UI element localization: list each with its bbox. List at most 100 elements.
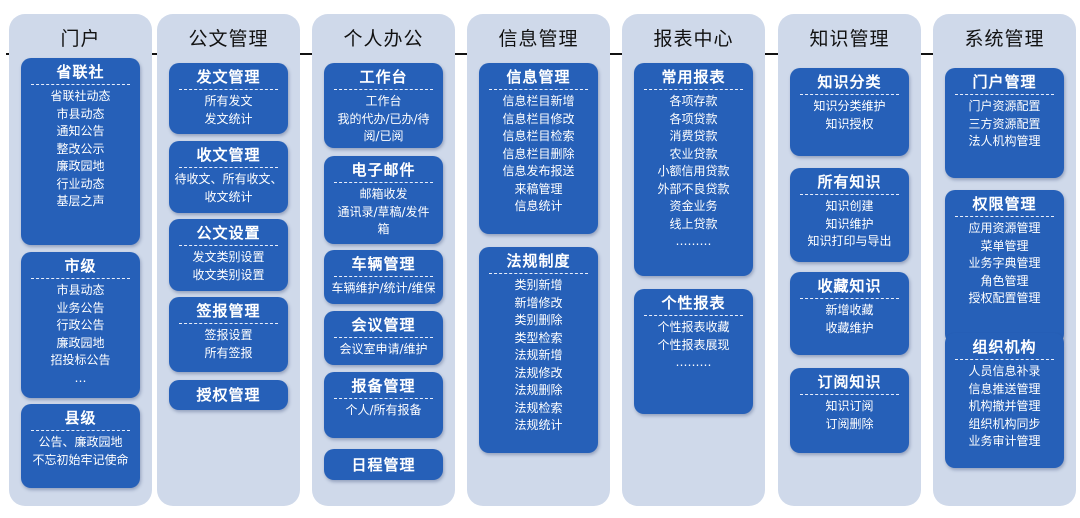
module-title: 日程管理 [351,455,416,474]
module-item: 信息发布报送 [502,164,575,178]
module-title: 授权管理 [196,386,261,404]
module-title: 报备管理 [334,376,433,399]
module-title: 发文管理 [179,67,278,90]
module-box: 权限管理应用资源管理菜单管理业务字典管理角色管理授权配置管理 [945,190,1064,344]
module-title: 法规制度 [489,251,588,274]
module-box: 常用报表各项存款各项贷款消费贷款农业贷款小额信用贷款外部不良贷款资金业务线上贷款… [634,63,753,276]
module-item: 知识授权 [825,116,874,131]
module-box: 电子邮件邮箱收发通讯录/草稿/发件箱 [324,156,443,244]
module-box: 订阅知识知识订阅订阅删除 [790,368,909,453]
column-3: 信息管理信息管理信息栏目新增信息栏目修改信息栏目检索信息栏目删除信息发布报送来稿… [467,14,610,506]
module-item: 线上贷款 [669,216,718,231]
module-item: 法规统计 [514,418,563,432]
module-item: 我的代办/已办/待 [337,111,430,126]
module-title: 信息管理 [489,67,588,90]
module-item: 阅/已阅 [363,129,404,143]
module-item: 法规检索 [514,400,563,415]
module-item: 公告、廉政园地 [38,435,123,449]
column-header: 系统管理 [964,28,1045,50]
module-item: 邮箱收发 [359,187,408,201]
module-item: 业务审计管理 [968,434,1041,448]
module-item: 知识订阅 [825,399,874,413]
module-title: 省联社 [31,62,130,85]
module-box: 县级公告、廉政园地不忘初始牢记使命 [21,404,140,488]
module-box: 签报管理签报设置所有签报 [169,297,288,372]
module-item: 新增修改 [514,295,563,310]
module-title: 个性报表 [644,293,743,316]
module-item: 市县动态 [56,106,105,121]
column-1: 公文管理发文管理所有发文发文统计收文管理待收文、所有收文、收文统计公文设置发文类… [157,14,300,506]
module-item: 类型检索 [514,330,563,345]
column-4: 报表中心常用报表各项存款各项贷款消费贷款农业贷款小额信用贷款外部不良贷款资金业务… [622,14,765,506]
module-item: 收藏维护 [825,320,874,335]
module-item: 个性报表收藏 [657,320,730,334]
module-box: 收文管理待收文、所有收文、收文统计 [169,141,288,213]
module-item: 知识创建 [825,199,874,213]
module-item: 机构撤并管理 [968,399,1041,413]
module-item: 菜单管理 [980,238,1029,253]
module-box: 个性报表个性报表收藏个性报表展现 ……… [634,289,753,414]
module-item: 省联社动态 [50,89,111,103]
module-item: 招投标公告 [50,353,111,367]
module-item: 类别新增 [514,278,563,292]
module-title: 知识分类 [800,72,899,95]
module-item: 所有签报 [204,345,253,360]
module-item: 市县动态 [56,283,105,297]
module-box: 门户管理门户资源配置三方资源配置法人机构管理 [945,68,1064,178]
module-item: 知识打印与导出 [807,234,892,248]
module-item: 廉政园地 [56,159,105,173]
module-title: 收藏知识 [800,276,899,299]
module-item: 小额信用贷款 [657,164,730,178]
module-item: 发文类别设置 [192,250,265,264]
column-header: 门户 [60,28,101,50]
module-item: 收文类别设置 [192,267,265,282]
module-item: 箱 [377,222,390,236]
module-title: 电子邮件 [334,160,433,183]
module-box: 省联社省联社动态市县动态通知公告整改公示廉政园地行业动态基层之声 [21,58,140,245]
module-title: 门户管理 [955,72,1054,95]
module-item: 所有发文 [204,94,253,108]
module-box: 法规制度类别新增新增修改类别删除类型检索法规新增法规修改法规删除法规检索法规统计 [479,247,598,453]
module-item: 资金业务 [669,199,718,213]
module-box: 工作台工作台我的代办/已办/待阅/已阅 [324,63,443,148]
module-title: 县级 [31,408,130,431]
module-item: 业务公告 [56,300,105,315]
column-header: 个人办公 [343,28,424,50]
module-item: 廉政园地 [56,335,105,350]
module-item: 车辆维护/统计/维保 [331,281,436,295]
module-item: 知识分类维护 [813,99,886,113]
module-item: 类别删除 [514,313,563,327]
column-5: 知识管理知识分类知识分类维护知识授权所有知识知识创建知识维护知识打印与导出收藏知… [778,14,921,506]
module-box: 所有知识知识创建知识维护知识打印与导出 [790,168,909,262]
module-title: 订阅知识 [800,372,899,395]
module-item: 法规修改 [514,365,563,380]
module-item: 法规删除 [514,383,563,397]
module-item: 行业动态 [56,176,105,191]
module-item: ……… [675,355,712,369]
column-6: 系统管理门户管理门户资源配置三方资源配置法人机构管理权限管理应用资源管理菜单管理… [933,14,1076,506]
module-item: 信息栏目检索 [502,129,575,143]
module-item: 门户资源配置 [968,99,1041,113]
module-item: 个人/所有报备 [345,403,422,417]
module-item: 角色管理 [980,273,1029,288]
module-item: 法规新增 [514,348,563,362]
module-title: 收文管理 [179,145,278,168]
column-0: 门户省联社省联社动态市县动态通知公告整改公示廉政园地行业动态基层之声市级市县动态… [9,14,152,506]
module-box: 公文设置发文类别设置收文类别设置 [169,219,288,291]
module-item: 业务字典管理 [968,256,1041,270]
module-box: 组织机构人员信息补录信息推送管理机构撤并管理组织机构同步业务审计管理 [945,333,1064,468]
module-item: 工作台 [365,94,402,108]
module-item: 信息栏目删除 [502,146,575,161]
module-box: 收藏知识新增收藏收藏维护 [790,272,909,355]
column-header: 公文管理 [188,28,269,50]
module-item: 收文统计 [204,189,253,204]
module-item: 待收文、所有收文、 [174,172,283,186]
module-item: 来稿管理 [514,181,563,196]
module-box: 报备管理个人/所有报备 [324,372,443,438]
module-box: 授权管理 [169,380,288,410]
module-item: 个性报表展现 [657,337,730,352]
module-title: 市级 [31,256,130,279]
module-item: 整改公示 [56,141,105,156]
module-item: ……… [675,234,712,248]
module-item: 基层之声 [56,194,105,208]
